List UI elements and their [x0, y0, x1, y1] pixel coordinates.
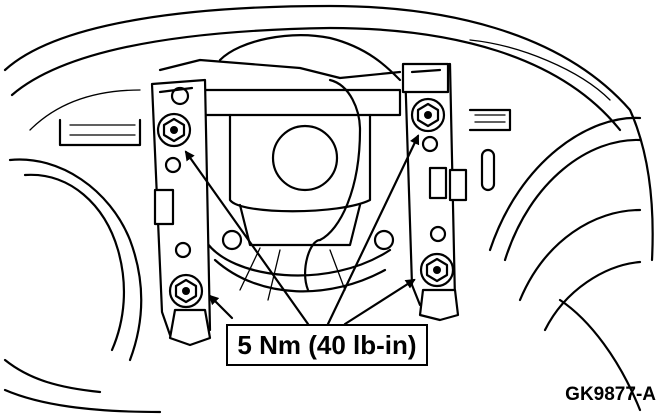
left-gauge-pod — [8, 118, 143, 362]
arrow-upper-left — [184, 150, 310, 326]
torque-callout: 5 Nm (40 lb-in) — [226, 324, 428, 366]
lower-left-nut-icon — [168, 273, 204, 309]
arrow-lower-left — [208, 294, 234, 320]
arrow-lower-right — [343, 278, 416, 326]
upper-left-nut-icon — [156, 112, 192, 148]
dashboard-shell — [3, 4, 654, 414]
steering-column — [158, 58, 402, 301]
upper-right-nut-icon — [410, 97, 446, 133]
lower-right-nut-icon — [419, 252, 455, 288]
right-gauge-pod — [468, 108, 642, 332]
arrow-upper-right — [326, 134, 420, 326]
figure-reference-code: GK9877-A — [565, 384, 656, 405]
leader-arrows — [184, 134, 420, 326]
